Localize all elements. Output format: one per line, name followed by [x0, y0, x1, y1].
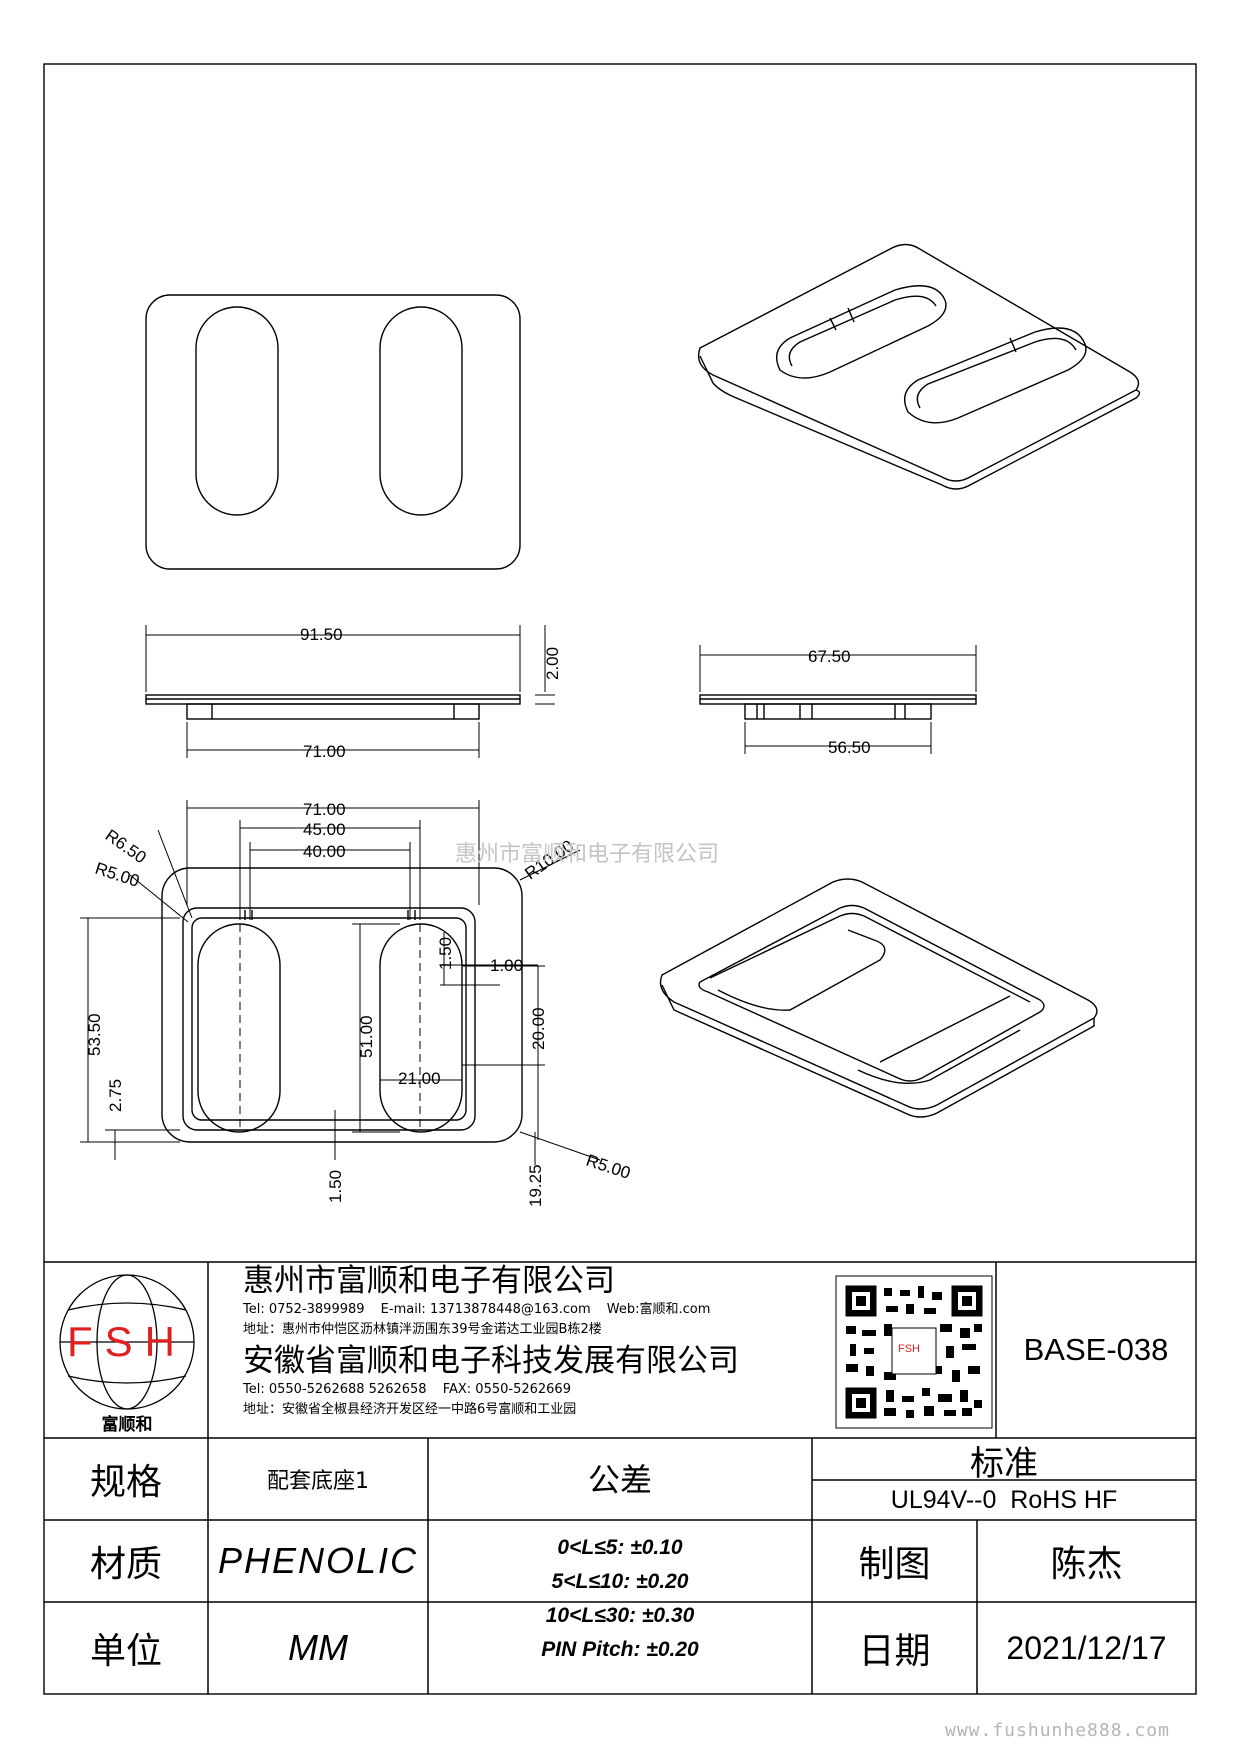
- watermark-url: www.fushunhe888.com: [945, 1720, 1170, 1741]
- company1-contact: Tel: 0752-3899989 E-mail: 13713878448@16…: [243, 1300, 833, 1320]
- tolerance-row-3: 10<L≤30: ±0.30: [545, 1604, 695, 1627]
- part-number: BASE-038: [1023, 1332, 1169, 1367]
- dim-slot-width: 21.00: [398, 1069, 441, 1088]
- dim-top-thickness: 2.00: [543, 647, 562, 680]
- logo-globe: [59, 1274, 195, 1410]
- logo-caption: 富顺和: [101, 1414, 153, 1435]
- tolerance-row-2: 5<L≤10: ±0.20: [551, 1570, 689, 1593]
- company1-web: Web:富顺和.com: [606, 1302, 711, 1317]
- dim-top-inner-width: 71.00: [303, 742, 346, 761]
- spec-label: 规格: [89, 1462, 162, 1503]
- company1-name: 惠州市富顺和电子有限公司: [243, 1263, 615, 1299]
- dim-plan-outer-width: 71.00: [303, 800, 346, 819]
- dim-right-span: 20.00: [529, 1007, 548, 1050]
- dim-bottom-rib: 1.50: [326, 1170, 345, 1203]
- iso-view-top: [697, 243, 1141, 490]
- date-label: 日期: [858, 1631, 931, 1672]
- plan-view: [161, 867, 523, 1143]
- dim-rib-offset: 1.00: [490, 956, 523, 975]
- company2-name: 安徽省富顺和电子科技发展有限公司: [243, 1343, 739, 1379]
- dim-side-width: 67.50: [808, 647, 851, 666]
- qr-code: FSH: [835, 1275, 993, 1429]
- watermark-company: 惠州市富顺和电子有限公司: [455, 842, 720, 867]
- tolerance-row-4: PIN Pitch: ±0.20: [541, 1638, 699, 1661]
- logo-letters: FSH: [67, 1318, 187, 1365]
- spec-value: 配套底座1: [267, 1469, 369, 1494]
- unit-label: 单位: [89, 1631, 162, 1672]
- dim-plan-slot-inner: 40.00: [303, 842, 346, 861]
- company1-email: E-mail: 13713878448@163.com: [380, 1302, 591, 1317]
- standard-label: 标准: [970, 1443, 1038, 1484]
- company2-fax: FAX: 0550-5262669: [442, 1382, 571, 1397]
- dim-rib-height: 1.50: [436, 937, 455, 970]
- top-view: [145, 294, 521, 570]
- material-label: 材质: [89, 1544, 162, 1585]
- tolerance-label: 公差: [587, 1461, 652, 1499]
- tolerance-row-1: 0<L≤5: ±0.10: [557, 1536, 683, 1559]
- dim-overall-height: 53.50: [85, 1013, 104, 1056]
- company1-tel: Tel: 0752-3899989: [243, 1302, 365, 1317]
- drawing-frame: [43, 63, 1197, 1695]
- dim-slot-length: 51.00: [357, 1015, 376, 1058]
- unit-value: MM: [288, 1627, 348, 1668]
- dim-right-bottom: 19.25: [526, 1164, 545, 1207]
- date-value: 2021/12/17: [1006, 1629, 1167, 1666]
- dimension-texts: 91.50 2.00 71.00 67.50 56.50 71.00 45.00…: [85, 625, 871, 1207]
- drawn-value: 陈杰: [1050, 1544, 1123, 1585]
- dim-top-width: 91.50: [300, 625, 343, 644]
- material-value: PHENOLIC: [217, 1540, 419, 1581]
- dim-plan-slot-span: 45.00: [303, 820, 346, 839]
- side-view: [699, 694, 977, 720]
- dim-bottom-offset: 2.75: [106, 1079, 125, 1112]
- dim-side-inner-width: 56.50: [828, 738, 871, 757]
- svg-text:FSH: FSH: [898, 1343, 920, 1355]
- standard-value: UL94V--0 RoHS HF: [890, 1485, 1118, 1514]
- company2-address: 地址：安徽省全椒县经济开发区经一中路6号富顺和工业园: [243, 1402, 577, 1417]
- company-info: 惠州市富顺和电子有限公司 Tel: 0752-3899989 E-mail: 1…: [243, 1262, 833, 1420]
- company2-contact: Tel: 0550-5262688 5262658 FAX: 0550-5262…: [243, 1380, 833, 1400]
- front-view: [145, 694, 521, 720]
- company1-address: 地址：惠州市仲恺区沥林镇泮沥围东39号金诺达工业园B栋2楼: [243, 1322, 602, 1337]
- drawn-label: 制图: [858, 1544, 931, 1585]
- iso-view-bottom: [659, 878, 1098, 1118]
- dimension-lines: [80, 625, 977, 1165]
- title-block-grid: [44, 1261, 1196, 1694]
- company2-tel: Tel: 0550-5262688 5262658: [243, 1382, 427, 1397]
- dim-radius-bottom-right: R5.00: [584, 1151, 633, 1183]
